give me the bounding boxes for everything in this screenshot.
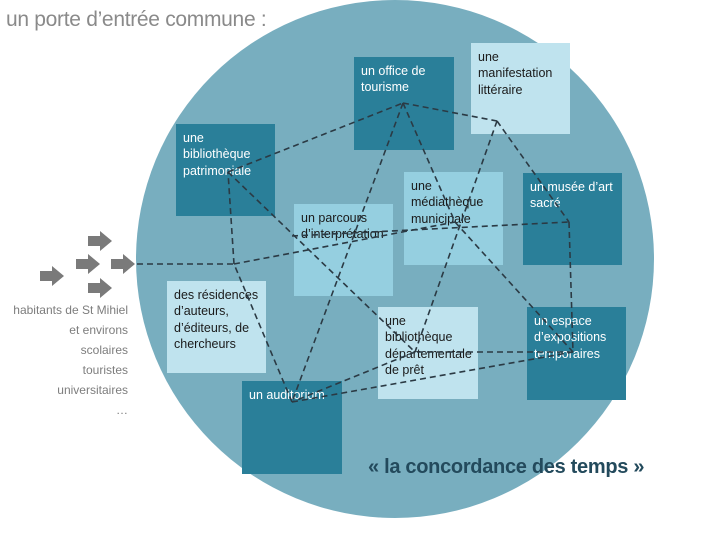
- slogan: « la concordance des temps »: [368, 456, 645, 478]
- right-arrow-icon: [40, 266, 64, 286]
- right-arrow-icon: [88, 278, 112, 298]
- box-residences: des résidences d’auteurs, d’éditeurs, de…: [167, 281, 266, 373]
- box-bibliotheque-departementale: une bibliothèque départementale de prêt: [378, 307, 478, 399]
- audience-item: scolaires: [80, 343, 128, 357]
- audience-item: universitaires: [57, 383, 128, 397]
- box-espace-expositions: un espace d’expositions temporaires: [527, 307, 626, 400]
- right-arrow-icon: [111, 254, 135, 274]
- right-arrow-icon: [88, 231, 112, 251]
- box-parcours-interpretation: un parcours d’interprétation: [294, 204, 393, 296]
- box-musee-art-sacre: un musée d’art sacré: [523, 173, 622, 265]
- box-bibliotheque-patrimoniale: une bibliothèque patrimoniale: [176, 124, 275, 216]
- box-mediatheque-municipale: une médiathèque municipale: [404, 172, 503, 265]
- audience-item: et environs: [69, 323, 128, 337]
- box-manifestation-litteraire: une manifestation littéraire: [471, 43, 570, 134]
- audience-item: touristes: [82, 363, 128, 377]
- page-title: un porte d’entrée commune :: [6, 8, 267, 31]
- right-arrow-icon: [76, 254, 100, 274]
- box-auditorium: un auditorium: [242, 381, 342, 474]
- audience-item: …: [116, 403, 128, 417]
- audience-list: habitants de St Mihiel et environs scola…: [0, 300, 128, 420]
- box-office-tourisme: un office de tourisme: [354, 57, 454, 150]
- audience-item: habitants de St Mihiel: [13, 303, 128, 317]
